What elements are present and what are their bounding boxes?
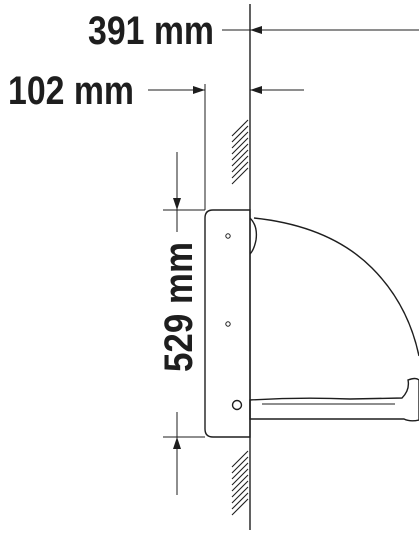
wall-hatch-bottom xyxy=(231,450,249,516)
screw-top-icon xyxy=(225,233,231,239)
unit-body xyxy=(204,209,251,438)
dim-102-label: 102 mm xyxy=(8,69,134,113)
upper-bracket xyxy=(249,217,258,255)
hinge-pivot-icon xyxy=(231,399,243,411)
screw-middle-icon xyxy=(225,321,231,327)
wall-hatch-top xyxy=(231,119,249,185)
unfolded-shelf xyxy=(249,377,419,422)
dim-529-label: 529 mm xyxy=(157,242,201,372)
swing-arc xyxy=(253,217,419,357)
dim-391-label: 391 mm xyxy=(88,9,214,53)
